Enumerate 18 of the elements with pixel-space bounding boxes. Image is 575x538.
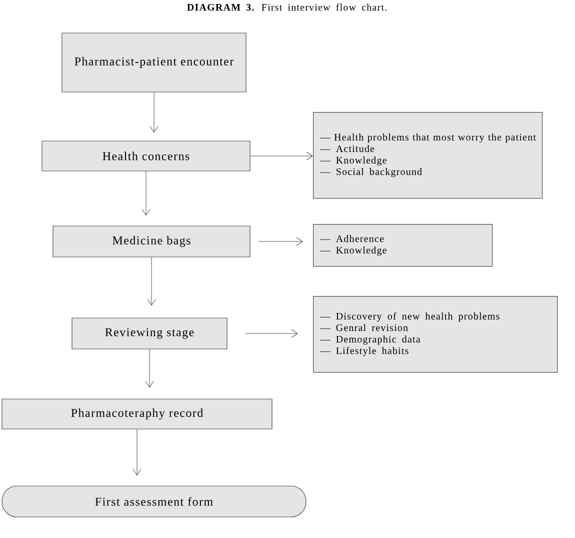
arrow [147,257,156,306]
arrow [150,92,158,132]
terminal-box: First assessment form [2,486,306,518]
note-box: — Health problems that most worry the patient — Actitude — Knowledge — Social background [313,112,543,199]
arrow [145,349,154,388]
arrow [142,171,150,216]
arrow [132,429,142,476]
note-box: — Adherence — Knowledge [313,224,493,267]
arrow [258,237,303,246]
note-box: — Discovery of new health problems — Genral revision — Demographic data — Lifestyle habits [313,296,558,373]
arrow [250,152,313,160]
process-box: Pharmacoteraphy record [2,398,272,430]
process-box: Reviewing stage [72,318,228,350]
process-box: Medicine bags [52,226,250,258]
title: DIAGRAM 3. First interview flow chart. [187,4,386,11]
process-box: Pharmacist-patient encounter [62,32,246,92]
arrow [245,329,298,338]
process-box: Health concerns [42,140,250,172]
